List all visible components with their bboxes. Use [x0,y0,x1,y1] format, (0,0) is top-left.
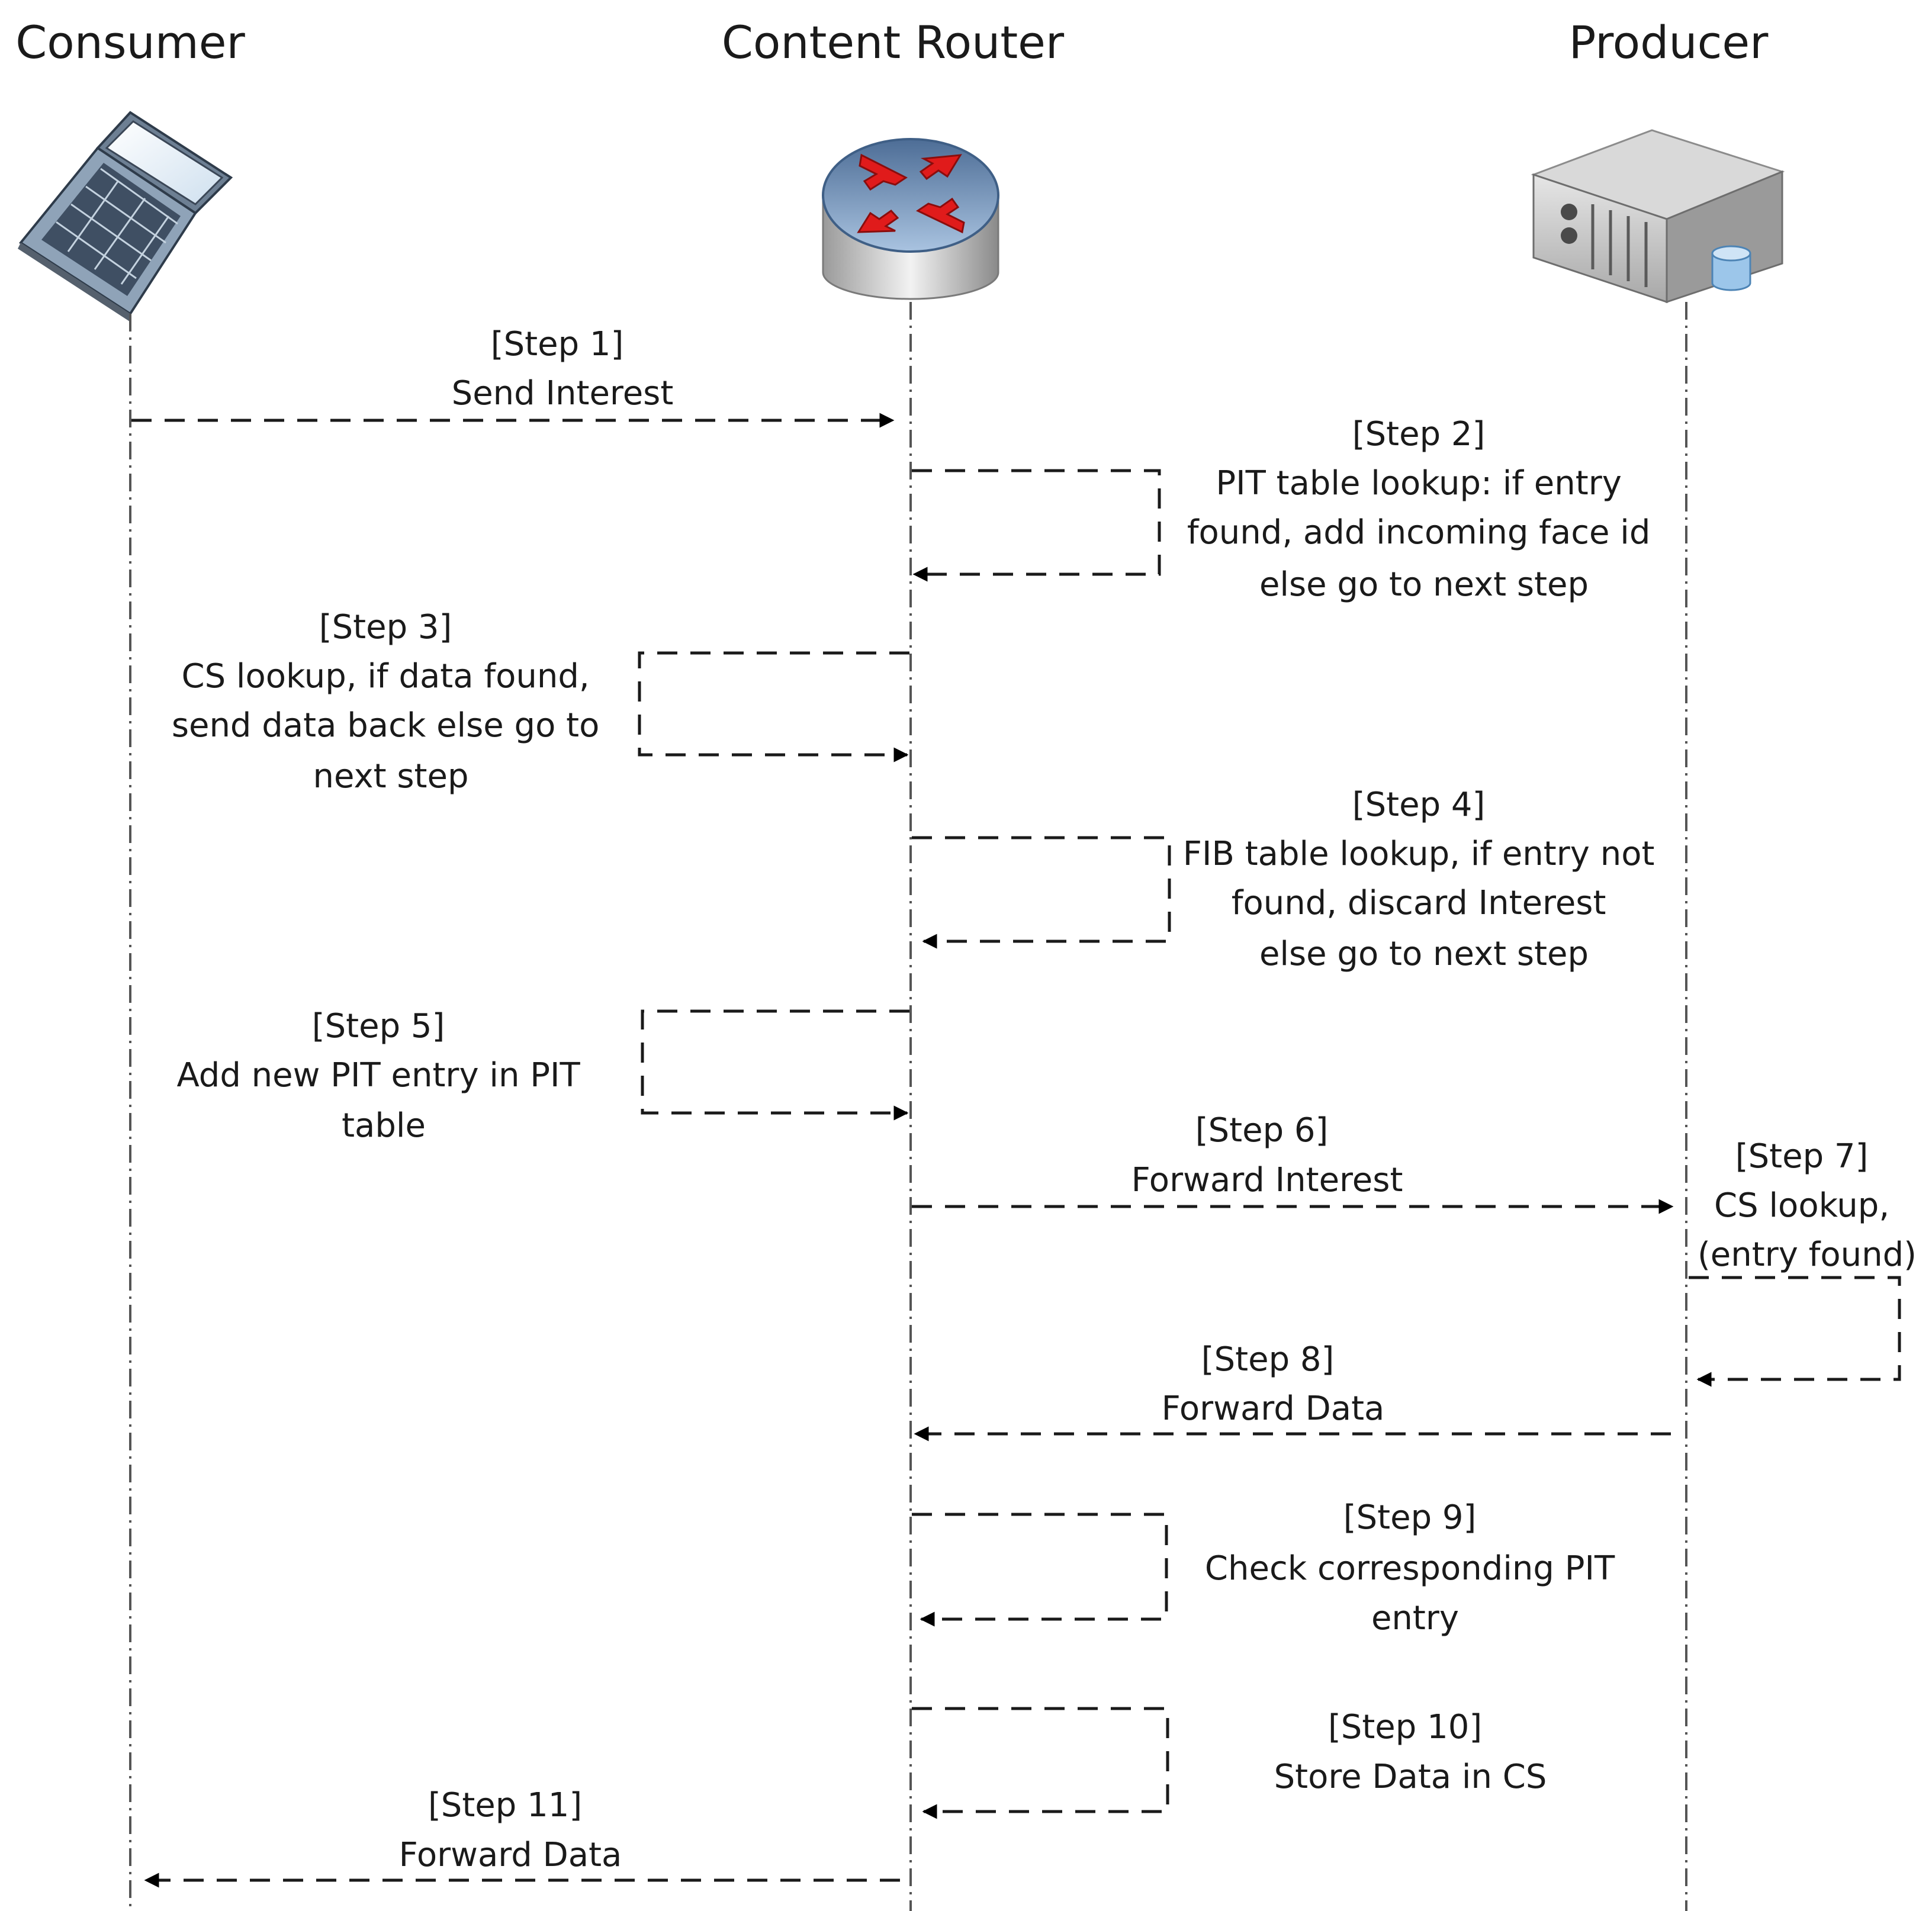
consumer-title: Consumer [15,16,245,69]
server-icon [1531,129,1785,304]
step5-label: [Step 5] Add new PIT entry in PIT table [176,1007,590,1145]
step5: [Step 5] Add new PIT entry in PIT table [176,1007,909,1145]
step7: [Step 7] CS lookup, (entry found) [1689,1137,1917,1387]
step8: [Step 8] Forward Data [914,1340,1671,1442]
step3-label: [Step 3] CS lookup, if data found, send … [172,608,610,796]
step2: [Step 2] PIT table lookup: if entry foun… [912,415,1661,604]
step6: [Step 6] Forward Interest [912,1111,1674,1214]
router-icon [822,138,999,300]
step4: [Step 4] FIB table lookup, if entry not … [912,786,1665,973]
step7-label: [Step 7] CS lookup, (entry found) [1698,1137,1917,1274]
step8-label: [Step 8] Forward Data [1162,1340,1385,1428]
step11-label: [Step 11] Forward Data [399,1786,622,1874]
step10: [Step 10] Store Data in CS [912,1707,1547,1819]
database-icon [1711,245,1751,291]
step6-label: [Step 6] Forward Interest [1131,1111,1403,1199]
step9-label: [Step 9] Check corresponding PIT entry [1205,1498,1625,1637]
step10-label: [Step 10] Store Data in CS [1274,1708,1547,1796]
step1-label: [Step 1] Send Interest [452,325,674,413]
step11: [Step 11] Forward Data [144,1786,900,1888]
step2-label: [Step 2] PIT table lookup: if entry foun… [1187,415,1661,604]
router-title: Content Router [722,16,1065,69]
step3: [Step 3] CS lookup, if data found, send … [172,608,909,796]
step4-label: [Step 4] FIB table lookup, if entry not … [1183,786,1665,973]
step1: [Step 1] Send Interest [131,325,895,428]
laptop-icon [18,111,233,323]
step9: [Step 9] Check corresponding PIT entry [912,1498,1625,1637]
producer-title: Producer [1569,16,1769,69]
